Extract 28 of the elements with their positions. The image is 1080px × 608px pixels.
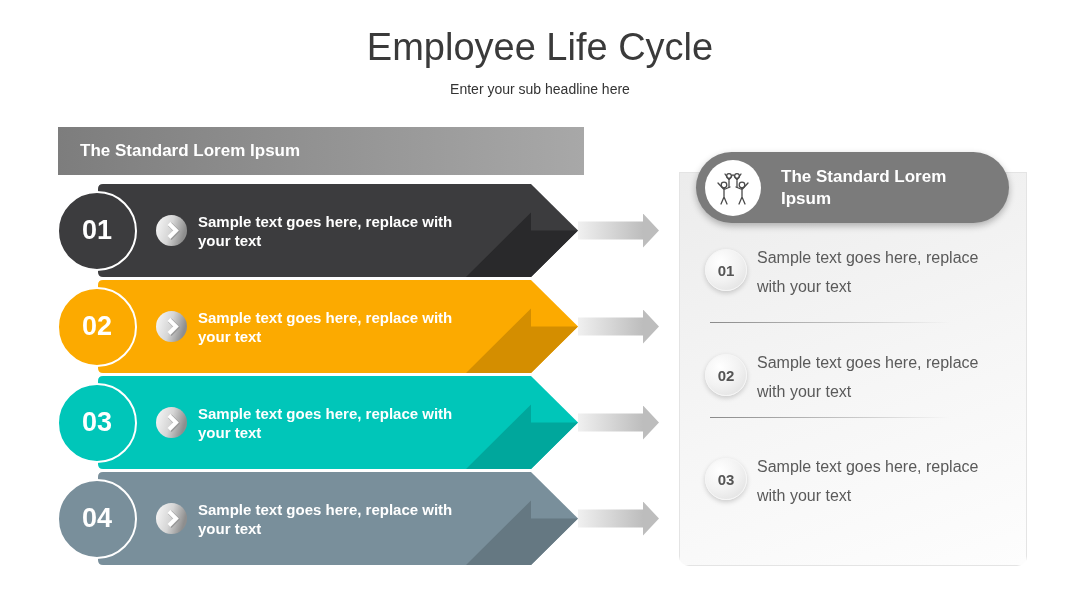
number-circle: 04 xyxy=(57,478,137,559)
block-arrow xyxy=(578,309,659,344)
number-circle: 03 xyxy=(705,458,747,500)
item-text: Sample text goes here, replace with your text xyxy=(757,248,980,297)
header-bar: The Standard Lorem Ipsum xyxy=(58,127,584,175)
number-circle: 01 xyxy=(705,249,747,291)
number-circle: 02 xyxy=(705,354,747,396)
arrow-band xyxy=(56,184,578,277)
block-arrow xyxy=(578,501,659,536)
block-arrow xyxy=(578,405,659,440)
item-text: Sample text goes here, replace with your text xyxy=(757,457,980,506)
step-text: Sample text goes here, replace with your text xyxy=(198,211,454,250)
title: Employee Life Cycle xyxy=(366,25,714,70)
step-text: Sample text goes here, replace with your text xyxy=(198,307,454,346)
arrow-band xyxy=(56,472,578,565)
pill-title: The Standard Lorem Ipsum xyxy=(781,165,948,210)
arrow-band xyxy=(56,280,578,373)
number-circle: 03 xyxy=(57,382,137,463)
number-circle: 02 xyxy=(57,286,137,367)
step-text: Sample text goes here, replace with your text xyxy=(198,499,454,538)
block-arrow xyxy=(578,213,659,248)
arrow-band xyxy=(56,376,578,469)
panel-card xyxy=(679,152,1027,566)
header-pill xyxy=(696,152,1009,223)
step-text: Sample text goes here, replace with your text xyxy=(198,403,454,442)
subtitle: Enter your sub headline here xyxy=(450,80,630,98)
number-circle: 01 xyxy=(57,190,137,271)
item-text: Sample text goes here, replace with your text xyxy=(757,353,980,402)
